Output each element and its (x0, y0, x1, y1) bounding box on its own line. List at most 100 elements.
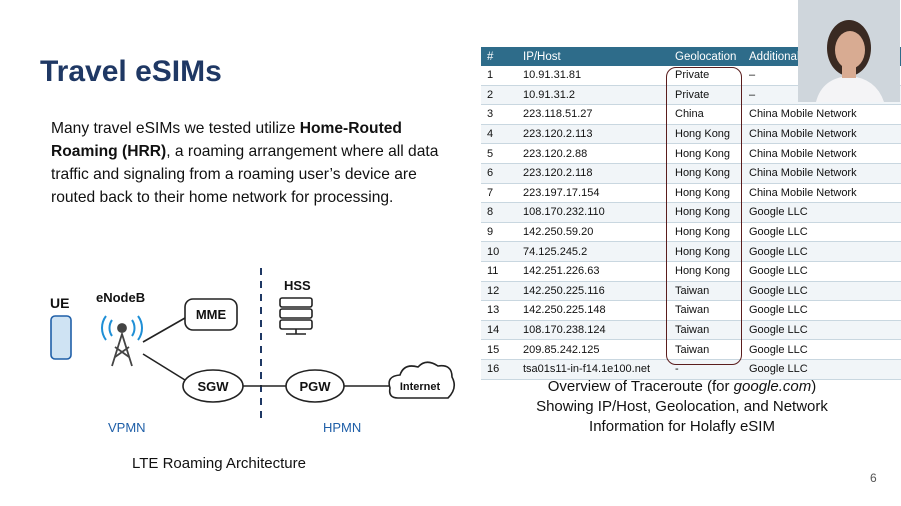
cell-ip-host: 223.197.17.154 (517, 183, 669, 204)
cell-additional: China Mobile Network (743, 143, 901, 164)
cell-number: 4 (481, 124, 517, 145)
cell-additional: Google LLC (743, 359, 901, 380)
cell-additional: China Mobile Network (743, 104, 901, 125)
sgw-label: SGW (197, 379, 229, 394)
cell-additional: Google LLC (743, 222, 901, 243)
cell-ip-host: 142.250.225.116 (517, 281, 669, 302)
ue-phone-icon (50, 315, 72, 360)
cell-geolocation: Hong Kong (669, 202, 743, 223)
mme-label: MME (196, 307, 227, 322)
cell-number: 5 (481, 143, 517, 164)
cell-number: 1 (481, 66, 517, 86)
cell-ip-host: 74.125.245.2 (517, 241, 669, 262)
cell-ip-host: 223.118.51.27 (517, 104, 669, 125)
cell-ip-host: 142.251.226.63 (517, 261, 669, 282)
cell-additional: Google LLC (743, 339, 901, 360)
pgw-node (285, 369, 345, 403)
cell-geolocation: Taiwan (669, 320, 743, 341)
diagram-caption: LTE Roaming Architecture (132, 455, 306, 472)
pgw-label: PGW (299, 379, 331, 394)
internet-label: Internet (400, 381, 441, 393)
cell-number: 3 (481, 104, 517, 125)
slide-title: Travel eSIMs (40, 55, 222, 88)
cell-number: 7 (481, 183, 517, 204)
cell-ip-host: 108.170.232.110 (517, 202, 669, 223)
cell-additional: Google LLC (743, 202, 901, 223)
vpmn-label: VPMN (108, 420, 146, 435)
table-caption: Overview of Traceroute (for google.com) … (536, 378, 828, 435)
cell-ip-host: 209.85.242.125 (517, 339, 669, 360)
cell-geolocation: Private (669, 85, 743, 106)
cell-number: 15 (481, 339, 517, 360)
col-header-geolocation: Geolocation (669, 47, 743, 66)
cell-number: 6 (481, 163, 517, 184)
sgw-node (182, 369, 244, 403)
cell-number: 9 (481, 222, 517, 243)
cell-geolocation: Taiwan (669, 300, 743, 321)
cell-geolocation: Taiwan (669, 281, 743, 302)
cell-ip-host: 223.120.2.113 (517, 124, 669, 145)
cell-ip-host: 142.250.59.20 (517, 222, 669, 243)
cell-additional: Google LLC (743, 261, 901, 282)
cell-tower-icon (111, 323, 133, 367)
hss-label: HSS (284, 278, 311, 293)
cell-ip-host: 10.91.31.81 (517, 66, 669, 86)
col-header-ip-host: IP/Host (517, 47, 669, 66)
cell-number: 16 (481, 359, 517, 380)
presenter-avatar (798, 0, 900, 102)
col-header-number: # (481, 47, 517, 66)
signal-waves-icon (101, 315, 143, 341)
cell-geolocation: China (669, 104, 743, 125)
cell-additional: China Mobile Network (743, 183, 901, 204)
cell-number: 11 (481, 261, 517, 282)
internet-cloud-icon (388, 361, 456, 399)
cell-additional: China Mobile Network (743, 163, 901, 184)
cell-geolocation: Hong Kong (669, 261, 743, 282)
lte-roaming-diagram: UE eNodeB MME HSS SGW PGW Internet VPMN … (50, 268, 456, 435)
cell-geolocation: Hong Kong (669, 163, 743, 184)
cell-geolocation: Hong Kong (669, 183, 743, 204)
cell-number: 14 (481, 320, 517, 341)
intro-paragraph: Many travel eSIMs we tested utilize Home… (51, 120, 439, 206)
enodeb-label: eNodeB (96, 290, 145, 305)
cell-ip-host: 10.91.31.2 (517, 85, 669, 106)
server-icon (279, 297, 313, 335)
cell-additional: Google LLC (743, 281, 901, 302)
cell-additional: Google LLC (743, 320, 901, 341)
hpmn-label: HPMN (323, 420, 361, 435)
cell-ip-host: tsa01s11-in-f14.1e100.net (517, 359, 669, 380)
geolocation-highlight-oval (666, 67, 742, 365)
page-number: 6 (870, 471, 877, 485)
cell-ip-host: 108.170.238.124 (517, 320, 669, 341)
presenter-webcam (798, 0, 900, 102)
cell-ip-host: 223.120.2.118 (517, 163, 669, 184)
cell-geolocation: Hong Kong (669, 241, 743, 262)
ue-label: UE (50, 295, 69, 311)
cell-additional: Google LLC (743, 300, 901, 321)
mme-node (184, 298, 238, 331)
cell-geolocation: Hong Kong (669, 222, 743, 243)
cell-ip-host: 142.250.225.148 (517, 300, 669, 321)
cell-geolocation: Hong Kong (669, 143, 743, 164)
cell-geolocation: Private (669, 66, 743, 86)
cell-geolocation: Taiwan (669, 339, 743, 360)
hrr-term: Home-Routed Roaming (HRR) (51, 120, 402, 160)
cell-geolocation: Hong Kong (669, 124, 743, 145)
cell-additional: China Mobile Network (743, 124, 901, 145)
cell-number: 10 (481, 241, 517, 262)
cell-number: 8 (481, 202, 517, 223)
cell-additional: Google LLC (743, 241, 901, 262)
cell-number: 12 (481, 281, 517, 302)
